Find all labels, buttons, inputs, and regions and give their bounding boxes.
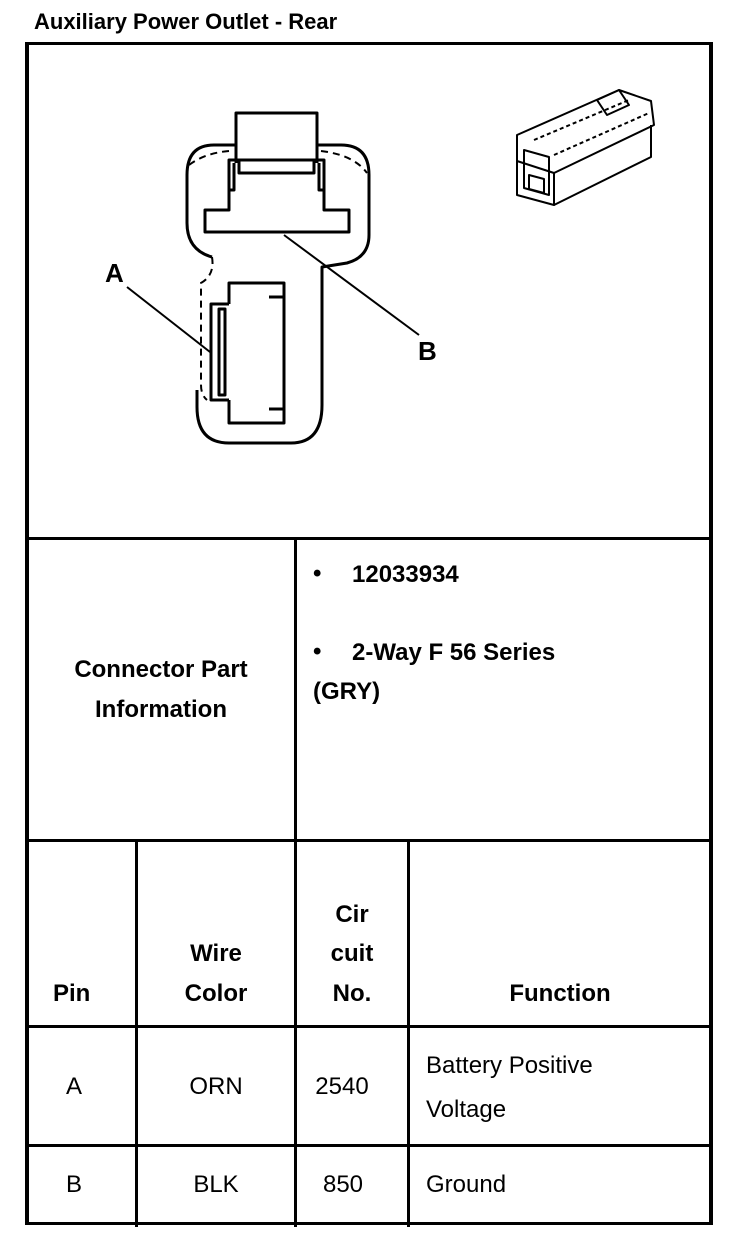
connector-diagram xyxy=(126,89,655,445)
divider-info xyxy=(25,839,713,842)
divider-col-circuit xyxy=(407,839,410,1227)
header-wire-color-1: Wire xyxy=(190,940,242,967)
header-pin: Pin xyxy=(53,980,91,1007)
connector-description-1: 2-Way F 56 Series xyxy=(352,639,556,666)
pin-a-callout: A xyxy=(105,258,124,288)
row-b-wire: BLK xyxy=(193,1171,239,1198)
row-b-pin: B xyxy=(65,1171,82,1198)
divider-diagram xyxy=(25,537,713,540)
divider-header xyxy=(25,1025,713,1028)
divider-col-pin xyxy=(135,839,138,1227)
bullet-part-number: • xyxy=(313,560,322,587)
row-b-function: Ground xyxy=(426,1171,507,1198)
row-b-circuit: 850 xyxy=(322,1171,364,1198)
row-a-wire: ORN xyxy=(189,1073,243,1100)
header-function: Function xyxy=(509,980,611,1007)
pin-b-callout: B xyxy=(418,336,437,366)
connector-info-label-2: Information xyxy=(95,696,227,723)
bullet-description: • xyxy=(313,638,322,665)
row-a-pin: A xyxy=(65,1073,82,1100)
row-a-function-2: Voltage xyxy=(426,1096,507,1123)
row-a-function-1: Battery Positive xyxy=(426,1052,593,1079)
connector-info-label-1: Connector Part xyxy=(74,656,248,683)
connector-table-frame xyxy=(25,42,713,1225)
connector-3d-icon xyxy=(516,89,655,206)
header-circuit-1: Cir xyxy=(335,901,369,928)
header-wire-color-2: Color xyxy=(184,980,248,1007)
header-circuit-3: No. xyxy=(332,980,372,1007)
part-number: 12033934 xyxy=(352,561,459,588)
page-title: Auxiliary Power Outlet - Rear xyxy=(34,9,338,34)
row-a-circuit: 2540 xyxy=(315,1073,369,1100)
divider-col-info xyxy=(294,537,297,1227)
connector-description-2: (GRY) xyxy=(313,678,381,705)
divider-row-a xyxy=(25,1144,713,1147)
header-circuit-2: cuit xyxy=(330,940,374,967)
